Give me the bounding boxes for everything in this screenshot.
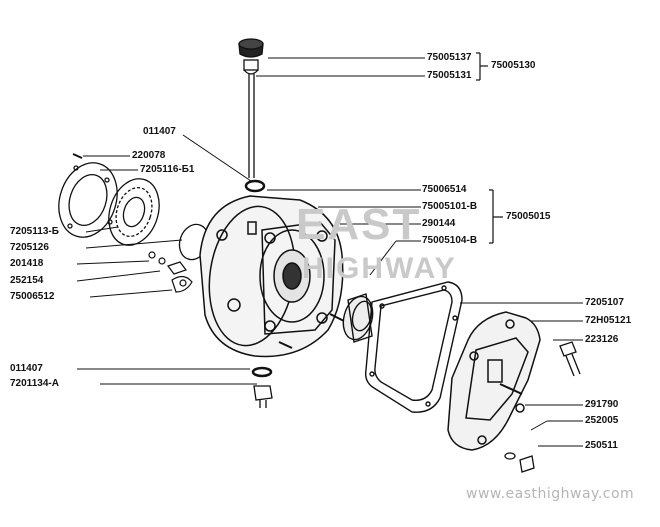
- group-label-75005130: 75005130: [491, 60, 536, 71]
- group-brackets: [476, 52, 503, 244]
- part-label-7205116-b1: 7205116-Б1: [140, 164, 195, 175]
- retaining-nut: [342, 293, 374, 343]
- group-label-75005015: 75005015: [506, 211, 551, 222]
- part-label-290144: 290144: [422, 218, 456, 229]
- fasteners: [251, 341, 581, 473]
- watermark-highway: HIGHWAY: [302, 252, 457, 285]
- flange-gasket: [58, 153, 118, 238]
- part-label-011407-lower: 011407: [10, 363, 43, 374]
- part-label-252005: 252005: [585, 415, 619, 426]
- part-label-250511: 250511: [585, 440, 618, 451]
- leader-lines: [76, 57, 583, 447]
- part-label-75005101-v: 75005101-В: [422, 201, 478, 212]
- part-label-75006512: 75006512: [10, 291, 55, 302]
- part-label-201418: 201418: [10, 258, 44, 269]
- part-label-7201134-a: 7201134-А: [10, 378, 59, 389]
- part-label-220078: 220078: [132, 150, 166, 161]
- part-label-72h05121: 72H05121: [585, 315, 632, 326]
- part-label-7205113-b: 7205113-Б: [10, 226, 59, 237]
- cover-gasket: [364, 281, 463, 413]
- seal-ring: [108, 178, 160, 246]
- part-label-75006514: 75006514: [422, 184, 467, 195]
- breather-assembly: [238, 38, 266, 193]
- part-label-7205107: 7205107: [585, 297, 624, 308]
- watermark-url: www.easthighway.com: [466, 486, 635, 502]
- part-label-252154: 252154: [10, 275, 44, 286]
- part-label-75005104-v: 75005104-В: [422, 235, 478, 246]
- part-label-75005131: 75005131: [427, 70, 472, 81]
- part-label-291790: 291790: [585, 399, 619, 410]
- main-housing: [199, 195, 347, 358]
- part-label-75005137: 75005137: [427, 52, 472, 63]
- small-fittings: [148, 251, 193, 293]
- end-cover: [447, 311, 541, 451]
- part-label-011407-upper: 011407: [143, 126, 176, 137]
- part-label-223126: 223126: [585, 334, 619, 345]
- part-label-7205126: 7205126: [10, 242, 49, 253]
- watermark-east: EAST: [296, 200, 422, 249]
